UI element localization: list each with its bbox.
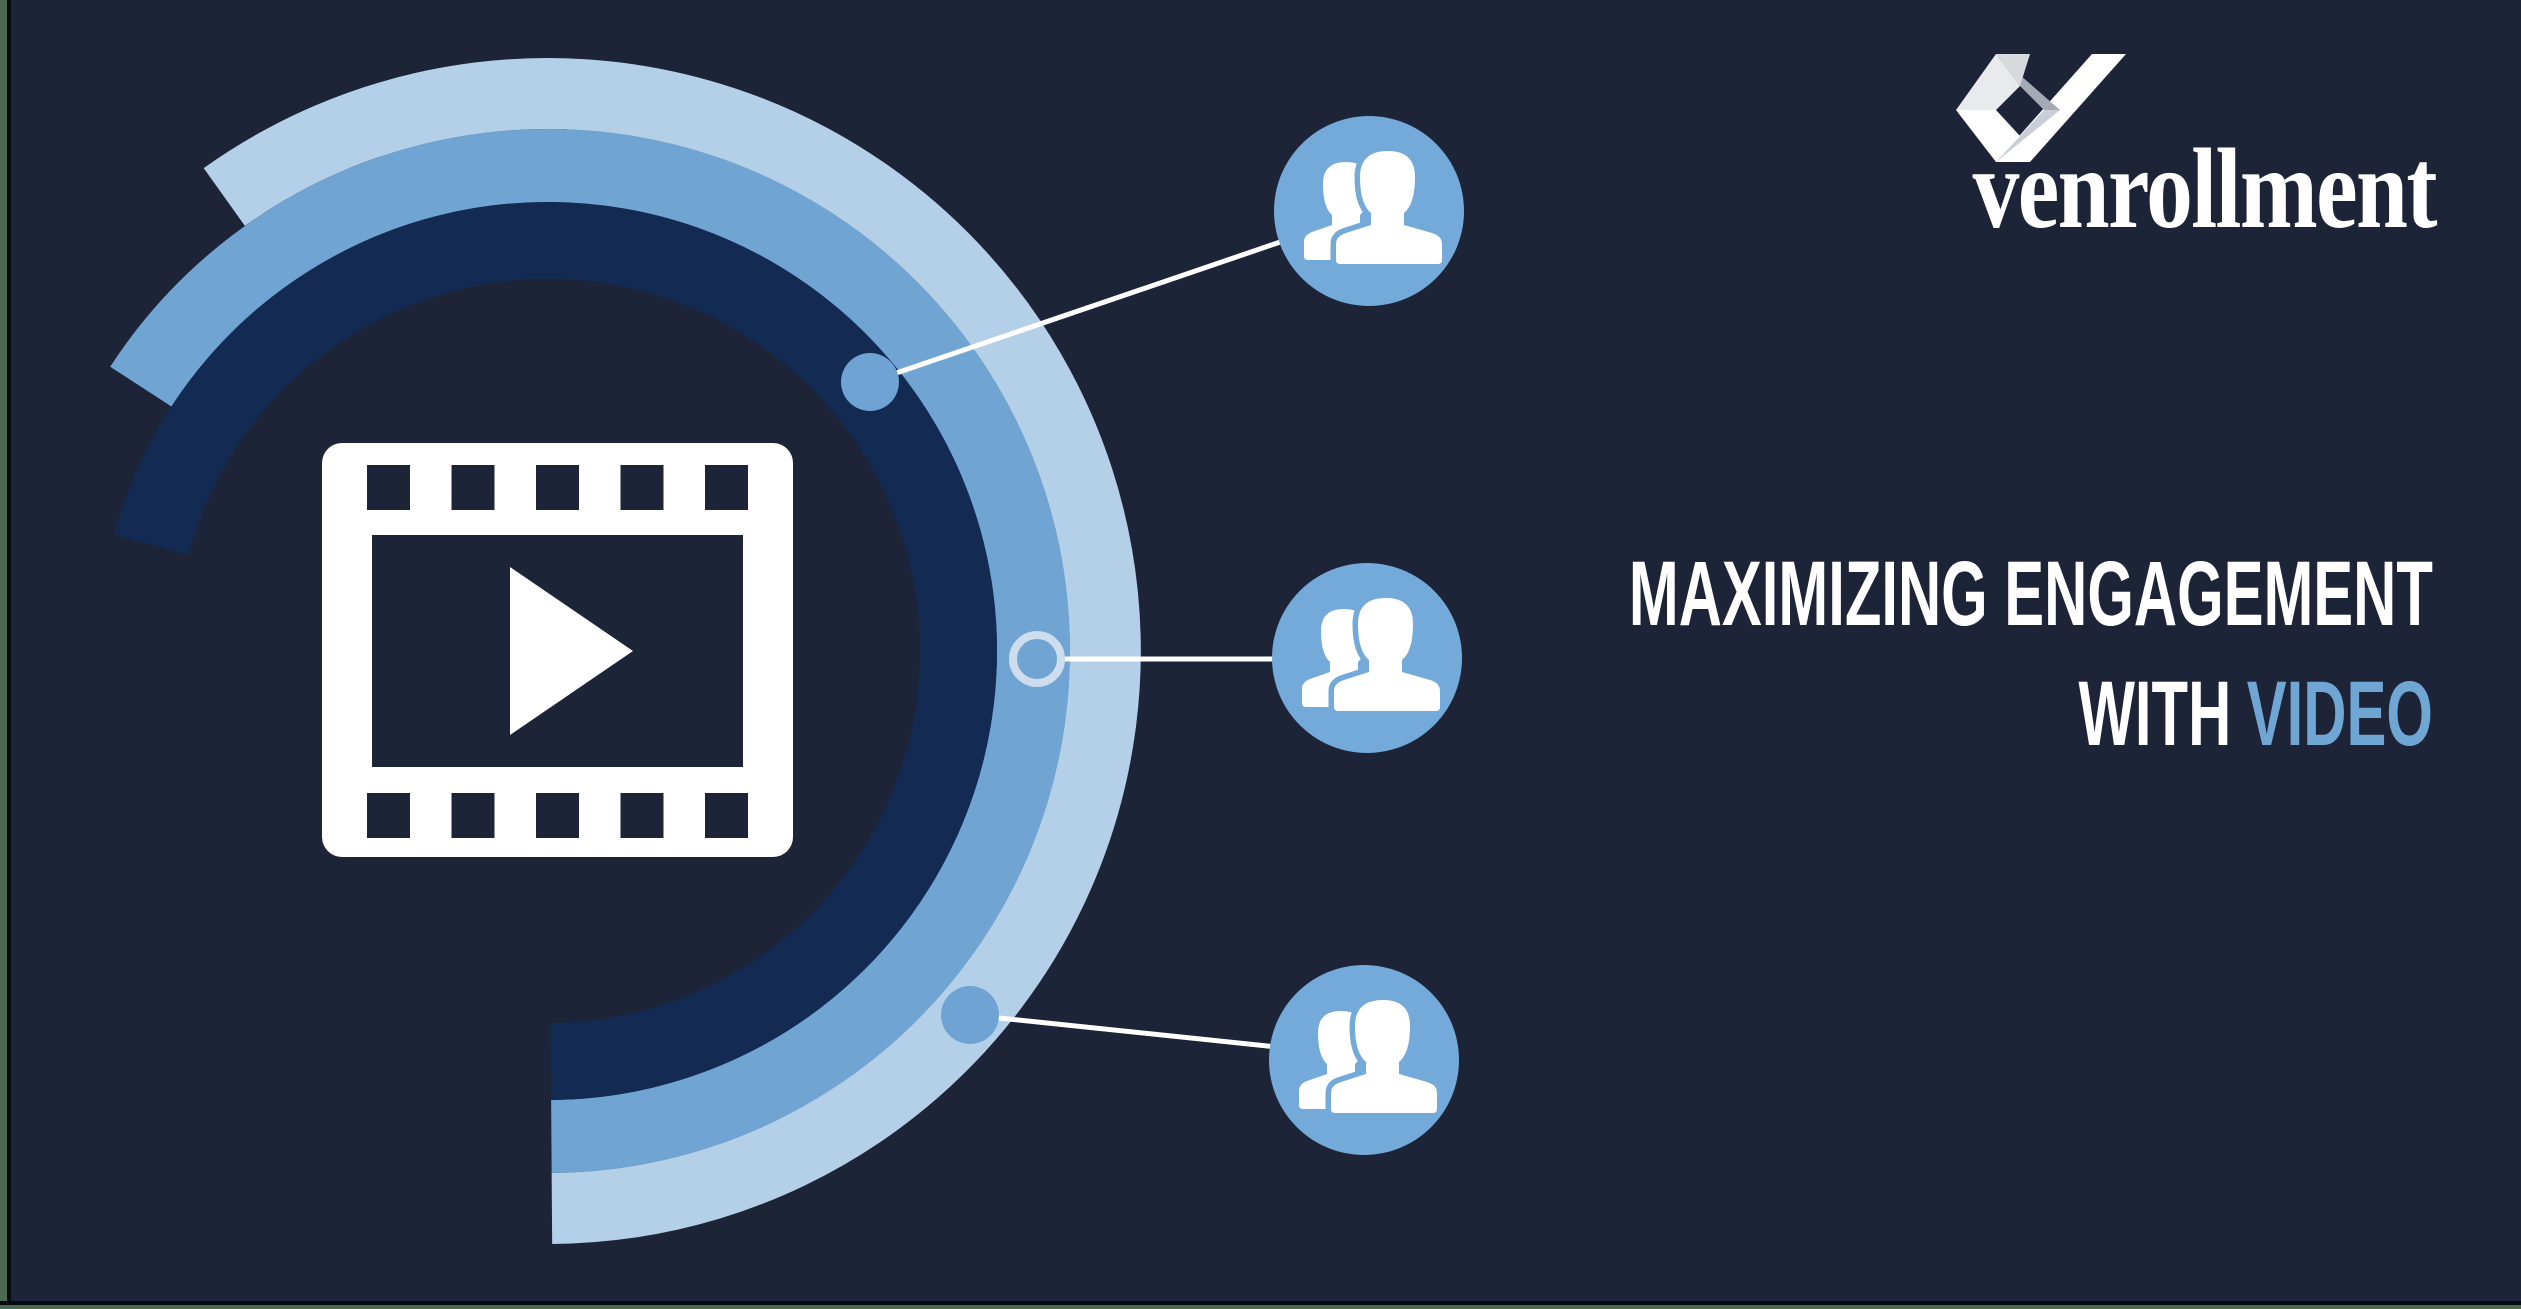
film-sprockets-top [367,465,748,510]
connector-line-1 [869,235,1293,385]
outer-arc [203,58,1141,1244]
connector-dot-3 [941,986,999,1044]
play-triangle-icon [510,567,633,735]
connector-line-3 [969,1012,1288,1051]
film-sprockets-bottom [367,793,748,838]
film-play-icon [322,443,793,857]
people-icon [1299,994,1443,1119]
bottom-black-edge [0,1301,2521,1305]
middle-arc [110,129,1070,1173]
connector-ring-2 [1009,631,1065,687]
brand-logo: venrollment [1871,46,2438,252]
people-icon [1304,145,1448,270]
logo-mark-icon [1956,54,2126,162]
headline-video-accent: VIDEO [2246,663,2433,765]
left-black-edge [7,0,11,1309]
people-icon [1302,592,1446,717]
headline-with: WITH [2078,663,2232,765]
headline-line-1: MAXIMIZING ENGAGEMENT [1629,543,2433,645]
audience-avatar-3 [1269,965,1459,1155]
audience-avatar-1 [1274,116,1464,306]
connector-dot-1 [841,353,899,411]
left-green-edge [0,0,7,1309]
bottom-green-edge [0,1305,2521,1309]
brand-wordmark: venrollment [1972,125,2438,252]
audience-avatar-2 [1272,563,1462,753]
